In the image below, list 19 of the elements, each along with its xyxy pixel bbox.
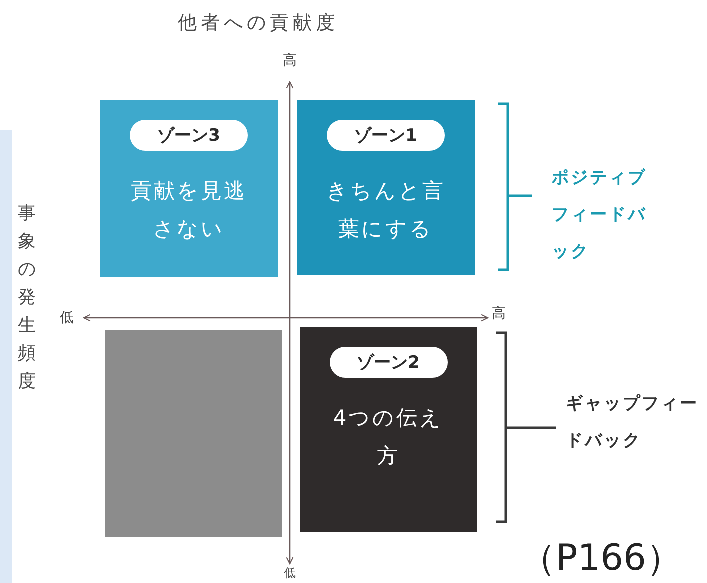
zone-label-pill: ゾーン3 <box>130 120 248 151</box>
bracket-label: ポジティブフィードバック <box>552 167 648 264</box>
zone-text: 貢献を見逃さない <box>130 178 248 243</box>
zone-box <box>100 100 278 277</box>
zone-box <box>297 100 475 275</box>
zone-text: 4つの伝え方 <box>332 405 445 470</box>
axis-end-label: 低 <box>60 309 74 327</box>
zone-box <box>300 327 477 532</box>
axis-title: 事象の発生頻度 <box>17 202 37 394</box>
page-reference: （P166） <box>520 537 682 581</box>
zone-label-pill: ゾーン2 <box>330 347 448 378</box>
axis-title: 他者への貢献度 <box>178 11 339 36</box>
zone-text: きちんと言葉にする <box>326 178 446 243</box>
bracket-label: ギャップフィードバック <box>566 393 700 453</box>
axis-end-label: 高 <box>492 305 506 323</box>
axis-end-label: 高 <box>283 52 297 70</box>
quadrant-box <box>105 330 282 537</box>
zone-label-pill: ゾーン1 <box>327 120 445 151</box>
axis-end-label: 低 <box>284 566 296 580</box>
